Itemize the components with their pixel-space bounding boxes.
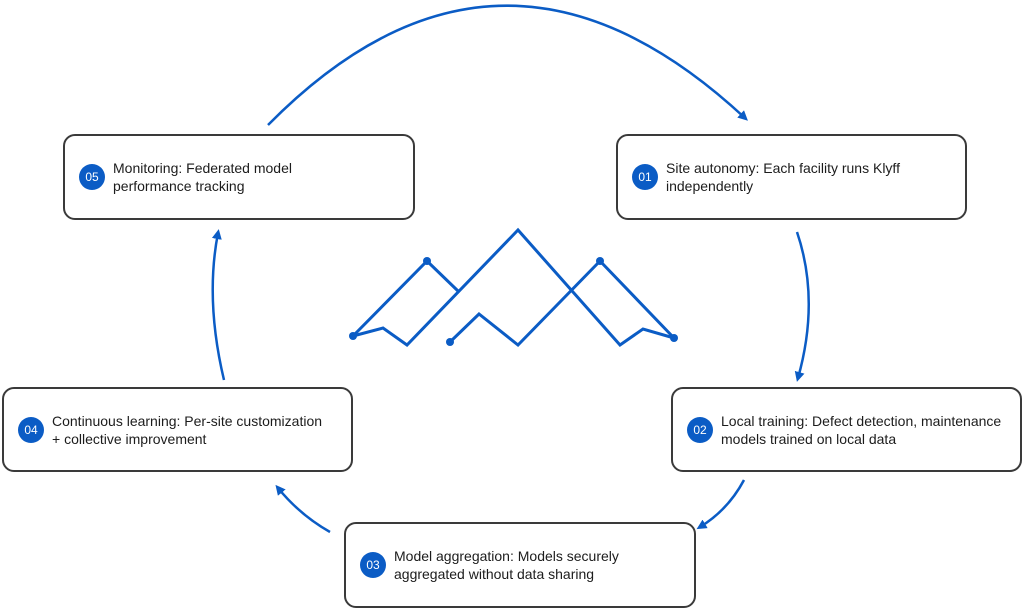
step-badge: 02 (687, 416, 713, 443)
step-text: Site autonomy: Each facility runs Klyff … (666, 160, 900, 194)
step-badge: 03 (360, 552, 386, 578)
step-badge: 04 (18, 416, 44, 443)
step-badge: 05 (79, 164, 105, 190)
step-text: Local training: Defect detection, mainte… (721, 412, 1002, 447)
arrow-01-to-02 (794, 231, 810, 382)
step-02-box: 02 Local training: Defect detection, mai… (671, 387, 1022, 472)
arrow-02-to-03 (696, 479, 746, 530)
step-01-box: 01 Site autonomy: Each facility runs Kly… (616, 134, 967, 220)
step-text: Monitoring: Federated model performance … (113, 160, 292, 194)
step-text: Model aggregation: Models securely aggre… (394, 548, 619, 582)
arrow-03-to-04 (275, 484, 331, 534)
step-05-box: 05 Monitoring: Federated model performan… (63, 134, 415, 220)
step-text: Continuous learning: Per-site customizat… (52, 412, 323, 447)
arrow-05-to-01 (267, 4, 748, 126)
arrow-04-to-05 (211, 229, 226, 381)
logo-icon (349, 227, 678, 348)
step-badge: 01 (632, 164, 658, 190)
step-04-box: 04 Continuous learning: Per-site customi… (2, 387, 353, 472)
step-03-box: 03 Model aggregation: Models securely ag… (344, 522, 696, 608)
